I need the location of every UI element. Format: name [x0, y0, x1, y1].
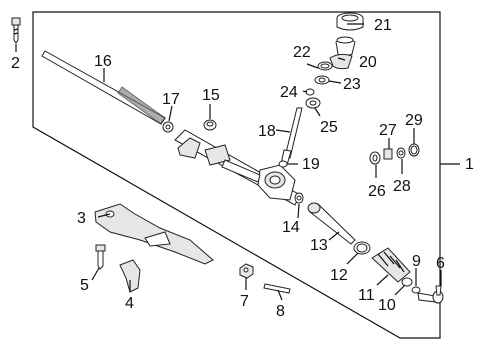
part-labels: 1 2 3 4 5 6 7 8 9 10 11 12 13 14 15 16 1…	[11, 17, 474, 320]
label-part-11: 11	[358, 287, 375, 304]
ring-part-24	[305, 88, 315, 96]
ring-part-22	[317, 61, 333, 71]
leader-lines	[15, 23, 460, 301]
rack-bar-part-16	[41, 50, 166, 125]
label-part-3: 3	[77, 210, 86, 227]
assembly-boundary	[32, 11, 441, 339]
ring-part-17	[162, 121, 174, 133]
tie-rod-end-part-6	[417, 285, 444, 304]
label-part-21: 21	[374, 17, 392, 34]
label-part-24: 24	[280, 84, 298, 101]
bracket-part-4	[119, 259, 141, 293]
label-part-15: 15	[202, 87, 220, 104]
label-part-9: 9	[412, 253, 421, 270]
washer-part-28	[396, 147, 406, 159]
label-part-27: 27	[379, 122, 397, 139]
gear-housing	[174, 129, 301, 206]
label-part-12: 12	[330, 267, 348, 284]
label-part-4: 4	[125, 295, 134, 312]
nut-part-10	[401, 277, 413, 287]
label-part-18: 18	[258, 123, 276, 140]
label-part-22: 22	[293, 44, 311, 61]
nut-part-19	[278, 160, 288, 168]
label-part-14: 14	[282, 219, 300, 236]
label-part-6: 6	[436, 255, 445, 272]
bushing-part-26	[369, 151, 381, 165]
label-part-26: 26	[368, 183, 386, 200]
label-part-5: 5	[80, 277, 89, 294]
label-part-10: 10	[378, 297, 396, 314]
label-part-7: 7	[240, 293, 249, 310]
pinion-shaft-part-18	[280, 107, 303, 166]
label-part-13: 13	[310, 237, 328, 254]
washer-part-14	[294, 192, 304, 204]
clamp-part-12	[353, 241, 371, 255]
label-part-1: 1	[465, 156, 474, 173]
label-part-2: 2	[11, 55, 20, 72]
bearing-part-25	[305, 97, 321, 109]
label-part-16: 16	[94, 53, 112, 70]
label-part-17: 17	[162, 91, 180, 108]
bushing-part-27	[383, 148, 393, 160]
label-part-25: 25	[320, 119, 338, 136]
bolt-part-2	[11, 17, 21, 44]
bolt-part-5	[95, 244, 106, 270]
pin-part-8	[263, 283, 291, 294]
ring-part-29	[408, 143, 420, 157]
label-part-29: 29	[405, 112, 423, 129]
label-part-20: 20	[359, 54, 377, 71]
label-part-19: 19	[302, 156, 320, 173]
dust-cover-part-21	[336, 12, 364, 31]
label-part-28: 28	[393, 178, 411, 195]
heat-shield-part-3	[94, 203, 214, 265]
label-part-23: 23	[343, 76, 361, 93]
bellows-part-11	[371, 247, 411, 283]
washer-part-23	[314, 75, 330, 85]
seal-boot-part-20	[329, 36, 356, 70]
nut-part-7	[239, 263, 254, 279]
nut-part-9	[411, 286, 421, 294]
cap-part-15	[203, 119, 217, 131]
label-part-8: 8	[276, 303, 285, 320]
